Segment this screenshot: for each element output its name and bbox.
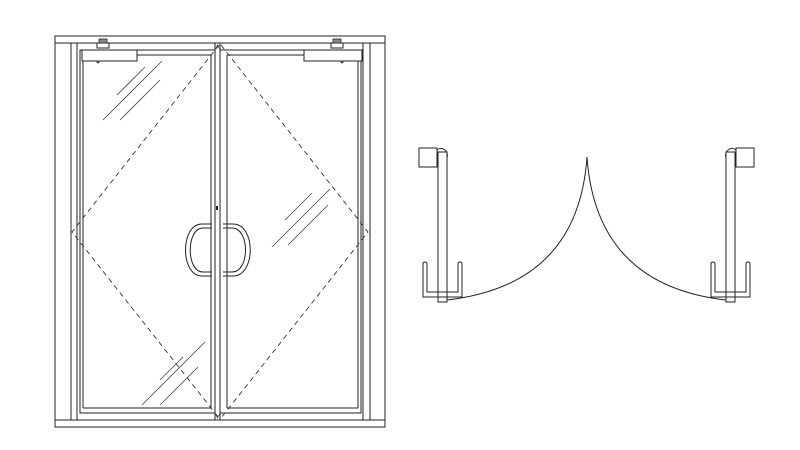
- left-pivot-plan: [418, 147, 463, 303]
- left-swing-arc: [446, 156, 588, 301]
- door-elevation: [54, 35, 386, 428]
- outer-frame: [54, 35, 386, 428]
- left-handle: [185, 223, 212, 277]
- right-jamb: [362, 43, 371, 420]
- glass-reflection: [102, 60, 206, 406]
- glass-reflection: [271, 188, 331, 248]
- left-door-leaf: [71, 44, 220, 419]
- right-door-leaf: [219, 44, 369, 419]
- door-plan: [418, 147, 755, 303]
- right-door-leaf-plan: [725, 151, 736, 303]
- left-door-closer: [81, 38, 138, 64]
- right-jamb-block: [735, 147, 755, 168]
- left-door-leaf-plan: [437, 151, 448, 303]
- right-handle: [223, 223, 251, 277]
- meeting-stile: [214, 43, 221, 420]
- right-door-closer: [303, 38, 363, 64]
- swing-indicator-dashed: [220, 44, 369, 419]
- lock-cylinder: [216, 206, 218, 210]
- right-pivot-plan: [710, 147, 755, 303]
- left-jamb-block: [418, 147, 438, 168]
- door-handles: [185, 223, 251, 277]
- right-swing-arc: [586, 156, 727, 301]
- swing-indicator-dashed: [71, 44, 220, 419]
- left-jamb: [70, 43, 78, 420]
